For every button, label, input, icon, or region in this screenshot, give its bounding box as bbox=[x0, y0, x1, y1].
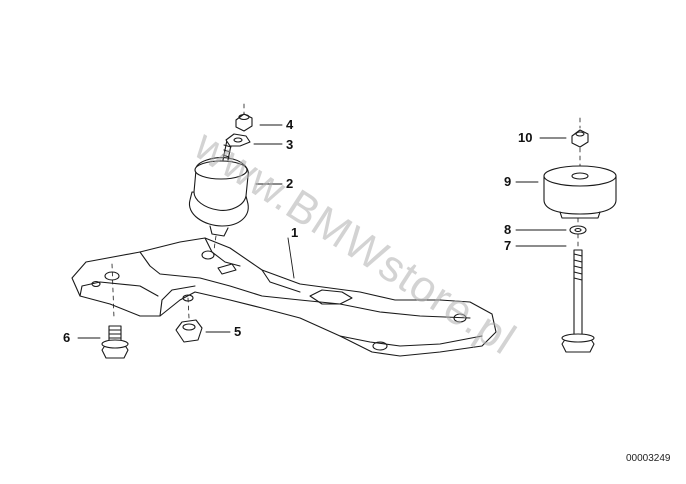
callout-5: 5 bbox=[234, 324, 242, 339]
washer-upper bbox=[225, 133, 251, 147]
flange-nut bbox=[175, 319, 203, 343]
hex-nut-upper bbox=[235, 113, 253, 132]
callout-10: 10 bbox=[518, 130, 533, 145]
leader-lines bbox=[77, 124, 567, 339]
hex-bolt bbox=[101, 325, 129, 359]
rubber-mount bbox=[188, 139, 249, 237]
callout-4: 4 bbox=[286, 117, 294, 132]
assembly-axes bbox=[111, 103, 581, 319]
washer-lower bbox=[569, 225, 587, 235]
callout-6: 6 bbox=[63, 330, 71, 345]
rubber-buffer bbox=[543, 165, 617, 219]
callout-2: 2 bbox=[286, 176, 294, 191]
drawing-number: 00003249 bbox=[626, 453, 671, 464]
stud-bolt bbox=[561, 249, 595, 353]
transmission-crossmember bbox=[71, 237, 497, 357]
callout-7: 7 bbox=[504, 238, 512, 253]
callout-8: 8 bbox=[504, 222, 512, 237]
hex-nut-lower bbox=[571, 129, 589, 148]
callout-9: 9 bbox=[504, 174, 512, 189]
callout-1: 1 bbox=[291, 225, 299, 240]
callout-3: 3 bbox=[286, 137, 294, 152]
